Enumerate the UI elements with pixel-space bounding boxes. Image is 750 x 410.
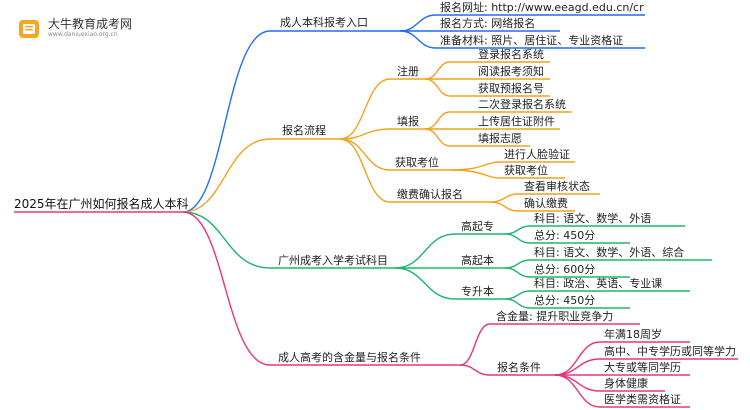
subjects-gqz-item[interactable]: 科目: 语文、数学、外语 (534, 212, 652, 225)
value-worth[interactable]: 含金量: 提升职业竞争力 (496, 310, 614, 323)
branch-process[interactable]: 报名流程 (282, 124, 326, 137)
process-group-seat[interactable]: 获取考位 (395, 156, 439, 169)
subjects-group-gqz[interactable]: 高起专 (461, 220, 494, 233)
branch-subjects[interactable]: 广州成考入学考试科目 (278, 254, 388, 267)
conditions-group[interactable]: 报名条件 (497, 361, 541, 374)
condition-item[interactable]: 身体健康 (604, 377, 648, 390)
process-register-item[interactable]: 获取预报名号 (478, 82, 544, 95)
process-group-pay[interactable]: 缴费确认报名 (397, 188, 463, 201)
root-topic[interactable]: 2025年在广州如何报名成人本科 (14, 197, 189, 211)
process-fill-item[interactable]: 上传居住证附件 (478, 115, 555, 128)
condition-item[interactable]: 大专或等同学历 (604, 361, 681, 374)
process-seat-item[interactable]: 获取考位 (504, 164, 548, 177)
branch-value[interactable]: 成人高考的含金量与报名条件 (278, 351, 421, 364)
process-fill-item[interactable]: 填报志愿 (478, 132, 522, 145)
entry-item-url[interactable]: 报名网址: http://www.eeagd.edu.cn/cr (440, 1, 644, 14)
condition-item[interactable]: 高中、中专学历或同等学力 (604, 345, 736, 358)
subjects-group-gqb[interactable]: 高起本 (461, 254, 494, 267)
site-logo[interactable]: 大牛教育成考网 www.daniuexiao.org.cn (16, 14, 136, 44)
subjects-group-zsb[interactable]: 专升本 (461, 285, 494, 298)
process-group-register[interactable]: 注册 (397, 65, 419, 78)
logo-title: 大牛教育成考网 (48, 17, 133, 31)
process-pay-item[interactable]: 查看审核状态 (524, 180, 590, 193)
book-logo-icon (19, 20, 39, 38)
entry-item-method[interactable]: 报名方式: 网络报名 (440, 17, 536, 30)
process-group-fill[interactable]: 填报 (397, 115, 419, 128)
subjects-zsb-item[interactable]: 总分: 450分 (534, 294, 596, 307)
subjects-gqb-item[interactable]: 总分: 600分 (534, 263, 596, 276)
process-fill-item[interactable]: 二次登录报名系统 (478, 98, 566, 111)
process-register-item[interactable]: 阅读报考须知 (478, 65, 544, 78)
subjects-gqb-item[interactable]: 科目: 语文、数学、外语、综合 (534, 246, 685, 259)
process-seat-item[interactable]: 进行人脸验证 (504, 148, 570, 161)
condition-item[interactable]: 医学类需资格证 (604, 393, 681, 406)
subjects-gqz-item[interactable]: 总分: 450分 (534, 229, 596, 242)
process-register-item[interactable]: 登录报名系统 (478, 48, 544, 61)
subjects-zsb-item[interactable]: 科目: 政治、英语、专业课 (534, 277, 663, 290)
process-pay-item[interactable]: 确认缴费 (524, 197, 568, 210)
logo-url: www.daniuexiao.org.cn (48, 31, 118, 38)
condition-item[interactable]: 年满18周岁 (604, 328, 662, 341)
branch-entry[interactable]: 成人本科报考入口 (280, 16, 368, 29)
entry-item-materials[interactable]: 准备材料: 照片、居住证、专业资格证 (440, 34, 624, 47)
